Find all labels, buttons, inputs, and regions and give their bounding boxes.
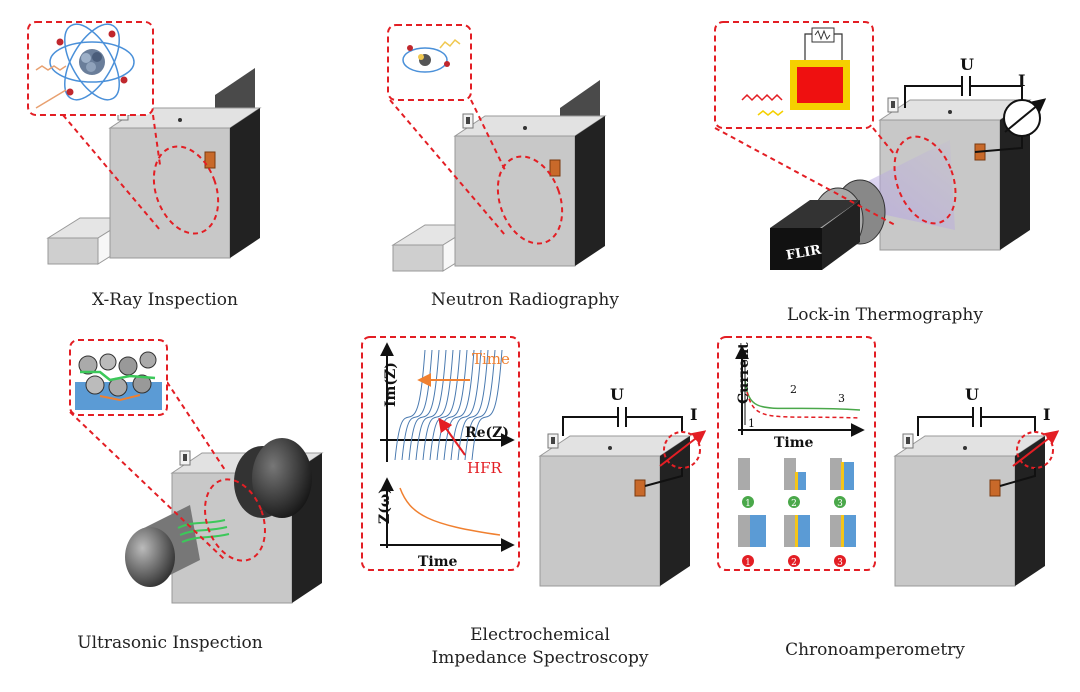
current-curve-3 (746, 391, 861, 419)
caption-xray: X-Ray Inspection (92, 290, 238, 310)
stage-badge (834, 496, 846, 508)
interphase-layer (795, 472, 798, 490)
lithium-deposit (796, 515, 810, 547)
current-label: I (690, 405, 697, 424)
lithium-deposit (842, 462, 854, 490)
stage-badge (742, 496, 754, 508)
caption-ultrasonic: Ultrasonic Inspection (77, 633, 262, 653)
stage-badge-number: 3 (837, 499, 843, 509)
lithium-deposit (750, 515, 766, 547)
zoom-box-chrono (717, 336, 876, 571)
measurement-circuit: U I (904, 55, 1047, 153)
panel-eis: Im(Z) Re(Z) Time HFR Z(ω) Time U I Elect… (361, 336, 707, 668)
interphase-layer (841, 462, 844, 490)
stage-badge (788, 496, 800, 508)
heated-cell-icon (741, 27, 850, 116)
lithium-deposit (796, 472, 806, 490)
interphase-layer (795, 515, 798, 547)
stage-badge (834, 555, 846, 567)
receiver-transducer (234, 438, 312, 518)
zoom-box-eis (361, 336, 520, 571)
voltage-label: U (960, 55, 974, 74)
chrono-xlabel: Time (774, 435, 814, 451)
nyquist-curve (450, 349, 482, 461)
curve-label-2: 2 (790, 383, 797, 396)
panel-thermo: FLIR U I Lock-in Thermography (714, 21, 1047, 325)
measurement-circuit: U I (917, 385, 1060, 487)
hfr-label: HFR (467, 459, 502, 477)
focus-ellipse (204, 478, 266, 562)
stage-cells: 1 2 3 1 2 3 (738, 458, 856, 568)
stage-cell (830, 515, 842, 547)
nyquist-curve (422, 349, 454, 461)
lithium-deposit (842, 515, 856, 547)
stage-badge-number: 3 (837, 558, 843, 568)
nyquist-curve (457, 349, 489, 461)
focus-ellipse (496, 155, 564, 245)
time-plot-ylabel: Z(ω) (377, 487, 393, 524)
current-label: I (1043, 405, 1050, 424)
flir-camera: FLIR (770, 179, 886, 270)
battery-cell (539, 433, 691, 587)
caption-chrono: Chronoamperometry (785, 640, 965, 660)
atom-icon (35, 23, 135, 109)
nyquist-curves (394, 349, 503, 461)
stage-cell (738, 458, 750, 490)
stage-cell (830, 458, 842, 490)
panel-neutron: Neutron Radiography (387, 24, 619, 310)
battery-cell (109, 105, 261, 259)
impedance-time-curve (399, 487, 501, 536)
nyquist-curve (471, 349, 503, 461)
focus-ellipse (152, 145, 220, 235)
ultrasound-waves (177, 519, 230, 543)
nyquist-curve (415, 349, 447, 461)
nyquist-ylabel: Im(Z) (383, 362, 399, 407)
nyquist-curve (429, 349, 461, 461)
panel-chrono: 1 2 3 Current Time 1 2 3 1 2 3 U I Chronoampe… (717, 336, 1060, 660)
stage-badge (742, 555, 754, 567)
focus-ellipse (893, 135, 957, 225)
stage-badge (788, 555, 800, 567)
caption-neutron: Neutron Radiography (431, 290, 619, 310)
battery-cell (454, 113, 606, 267)
panel-ultrasonic: Ultrasonic Inspection (69, 339, 323, 653)
stage-badge-number: 2 (791, 558, 797, 568)
chrono-ylabel: Current (736, 342, 752, 404)
caption-thermo: Lock-in Thermography (787, 305, 983, 325)
curve-label-3: 3 (838, 392, 845, 405)
microstructure-icon (75, 351, 162, 410)
stage-badge-number: 2 (791, 499, 797, 509)
current-curve-2 (744, 379, 861, 411)
camera-brand-label: FLIR (785, 243, 823, 264)
interphase-layer (841, 515, 844, 547)
voltage-label: U (610, 385, 624, 404)
stage-badge-number: 1 (745, 499, 751, 509)
stage-badge-number: 1 (745, 558, 751, 568)
current-label: I (1018, 71, 1025, 90)
nyquist-curve (464, 349, 496, 461)
stage-cell (784, 458, 796, 490)
curve-label-1: 1 (748, 417, 755, 430)
stage-cell (784, 515, 796, 547)
nyquist-curve (408, 349, 440, 461)
neutron-icon (402, 38, 461, 73)
time-arrow-label: Time (472, 350, 510, 368)
time-plot-xlabel: Time (418, 554, 458, 570)
nyquist-xlabel: Re(Z) (465, 425, 509, 441)
measurement-circuit: U I (562, 385, 707, 487)
battery-cell (894, 433, 1046, 587)
stage-cell (738, 515, 750, 547)
hfr-arrow (438, 417, 466, 456)
voltage-label: U (965, 385, 979, 404)
panel-xray: X-Ray Inspection (27, 21, 261, 310)
